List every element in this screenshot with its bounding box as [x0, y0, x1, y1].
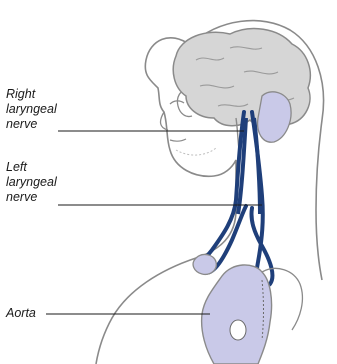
left-label-line-3: nerve — [6, 190, 57, 205]
aorta-branch-left — [193, 255, 216, 275]
aorta-opening — [230, 320, 246, 340]
left-laryngeal-nerve-label: Left laryngeal nerve — [6, 160, 57, 205]
mouth-icon — [170, 139, 186, 141]
right-label-line-3: nerve — [6, 117, 57, 132]
aorta-label: Aorta — [6, 306, 36, 321]
left-label-line-2: laryngeal — [6, 175, 57, 190]
chin-shading — [176, 148, 216, 155]
left-label-line-1: Left — [6, 160, 57, 175]
larynx-shape — [258, 92, 291, 142]
aorta-shape — [202, 265, 272, 364]
right-laryngeal-nerve-label: Right laryngeal nerve — [6, 87, 57, 132]
right-label-line-1: Right — [6, 87, 57, 102]
right-label-line-2: laryngeal — [6, 102, 57, 117]
